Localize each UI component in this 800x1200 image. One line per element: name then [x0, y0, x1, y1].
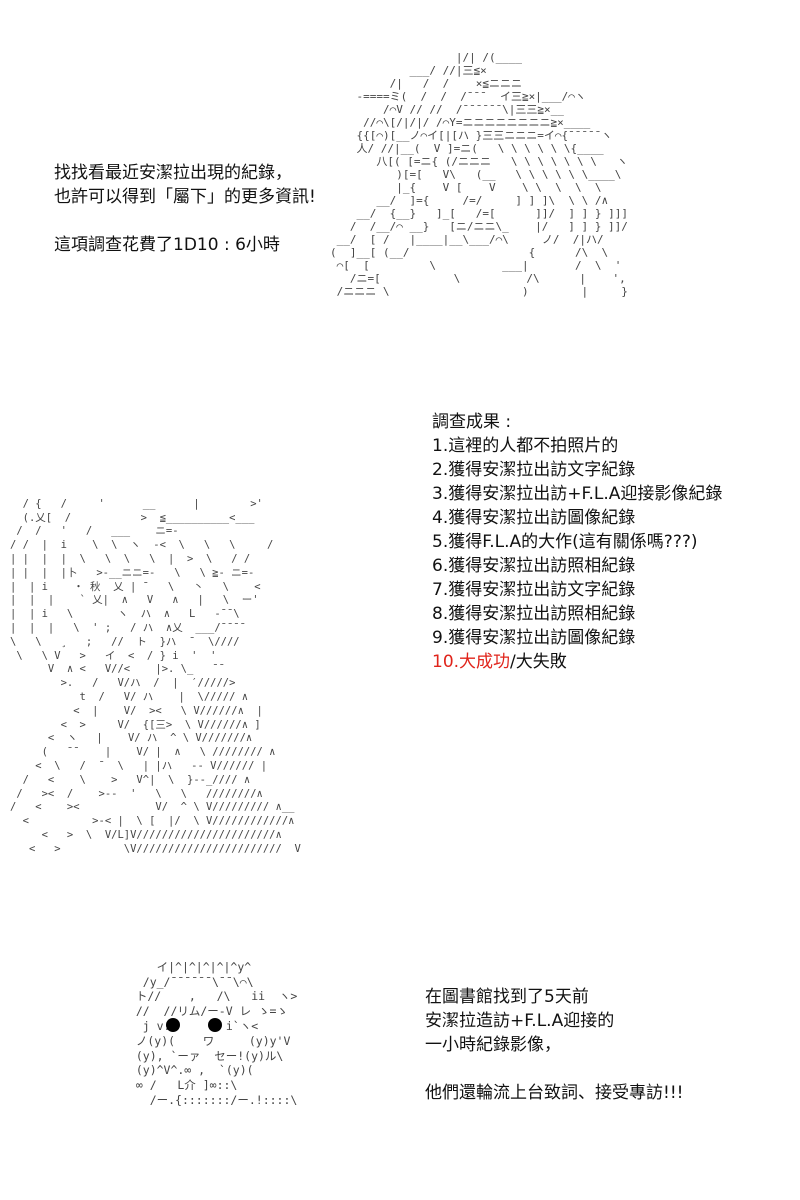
results-text: 調查成果 : 1.這裡的人都不拍照片的 2.獲得安潔拉出訪文字紀錄 3.獲得安潔… [432, 410, 722, 674]
left-eye [166, 1018, 180, 1032]
footage-line-2: 安潔拉造訪+F.L.A迎接的 [425, 1011, 615, 1031]
ascii-art-character-bottom: イ|^|^|^|^|^y^ /y_/¯¯¯¯¯¯\¯¯\⌒\ ト// , /\ … [135, 959, 298, 1107]
result-item: 3.獲得安潔拉出訪+F.L.A迎接影像紀錄 [432, 484, 723, 504]
result-item-10-success: 10.大成功 [432, 652, 511, 672]
footage-line-3: 一小時紀錄影像， [425, 1035, 561, 1055]
result-item: 1.這裡的人都不拍照片的 [432, 436, 619, 456]
intro-line-2: 也許可以得到「屬下」的更多資訊! [54, 187, 316, 207]
results-heading: 調查成果 : [432, 412, 512, 432]
result-item: 4.獲得安潔拉出訪圖像紀錄 [432, 508, 636, 528]
result-item-10-failure: /大失敗 [510, 652, 567, 672]
ascii-art-eyes [163, 1014, 233, 1040]
ascii-art-character-middle: / { / ' __ | >' (.乂[ / > ≦__________<___… [10, 497, 301, 855]
result-item: 6.獲得安潔拉出訪照相紀錄 [432, 556, 636, 576]
result-item-10: 10.大成功/大失敗 [432, 650, 722, 674]
footage-text: 在圖書館找到了5天前 安潔拉造訪+F.L.A迎接的 一小時紀錄影像， 他們還輪流… [425, 985, 683, 1105]
intro-line-1: 找找看最近安潔拉出現的紀錄， [54, 163, 292, 183]
result-item: 5.獲得F.L.A的大作(這有關係嗎???) [432, 532, 698, 552]
result-item: 8.獲得安潔拉出訪照相紀錄 [432, 604, 636, 624]
ascii-art-character-top: |/| /(____ ___/ //|三≦× /| / / ×≦ニニニ -===… [330, 51, 629, 298]
result-item: 2.獲得安潔拉出訪文字紀錄 [432, 460, 636, 480]
intro-text: 找找看最近安潔拉出現的紀錄， 也許可以得到「屬下」的更多資訊! 這項調查花費了1… [54, 161, 316, 257]
result-item: 9.獲得安潔拉出訪圖像紀錄 [432, 628, 636, 648]
right-eye [208, 1018, 222, 1032]
footage-line-4: 他們還輪流上台致詞、接受專訪!!! [425, 1083, 684, 1103]
intro-line-3: 這項調查花費了1D10 : 6小時 [54, 235, 280, 255]
result-item: 7.獲得安潔拉出訪文字紀錄 [432, 580, 636, 600]
footage-line-1: 在圖書館找到了5天前 [425, 987, 589, 1007]
